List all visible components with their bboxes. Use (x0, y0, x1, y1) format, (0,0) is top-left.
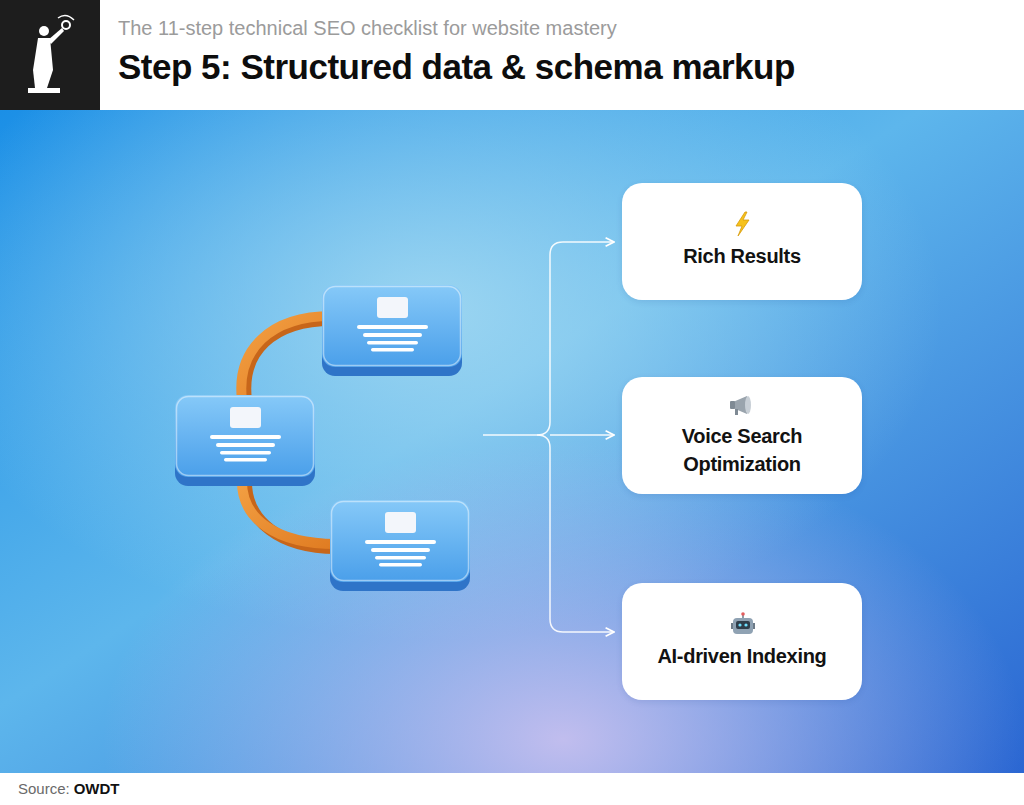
bracket-line (537, 435, 614, 632)
lightning-icon (736, 212, 749, 236)
link-arc-shadow (245, 320, 332, 400)
source-label: Source: (18, 780, 70, 797)
content-card (330, 500, 470, 591)
logo-mark (0, 0, 100, 110)
footer-band (0, 773, 1024, 805)
content-card (322, 285, 462, 376)
robot-icon (731, 612, 755, 634)
subtitle: The 11-step technical SEO checklist for … (118, 17, 617, 40)
diagram-title: Step 5: Structured data & schema markup (118, 47, 795, 87)
benefit-box: Voice Search Optimization (622, 377, 862, 494)
link-arc (242, 478, 336, 544)
background (0, 110, 1024, 773)
box-label: Voice Search Optimization (646, 422, 838, 478)
box-label: Rich Results (683, 242, 801, 270)
bracket-line (550, 434, 614, 436)
linked-cards-illustration (175, 285, 470, 591)
benefit-box: Rich Results (622, 183, 862, 300)
content-card (175, 395, 315, 486)
source-name: OWDT (74, 780, 120, 797)
box-label: AI-driven Indexing (657, 642, 826, 670)
link-arc (241, 316, 332, 400)
bracket-line (483, 242, 614, 435)
benefit-box: AI-driven Indexing (622, 583, 862, 700)
megaphone-icon (730, 396, 751, 415)
branch-bracket (483, 242, 614, 632)
header-band (0, 0, 1024, 110)
